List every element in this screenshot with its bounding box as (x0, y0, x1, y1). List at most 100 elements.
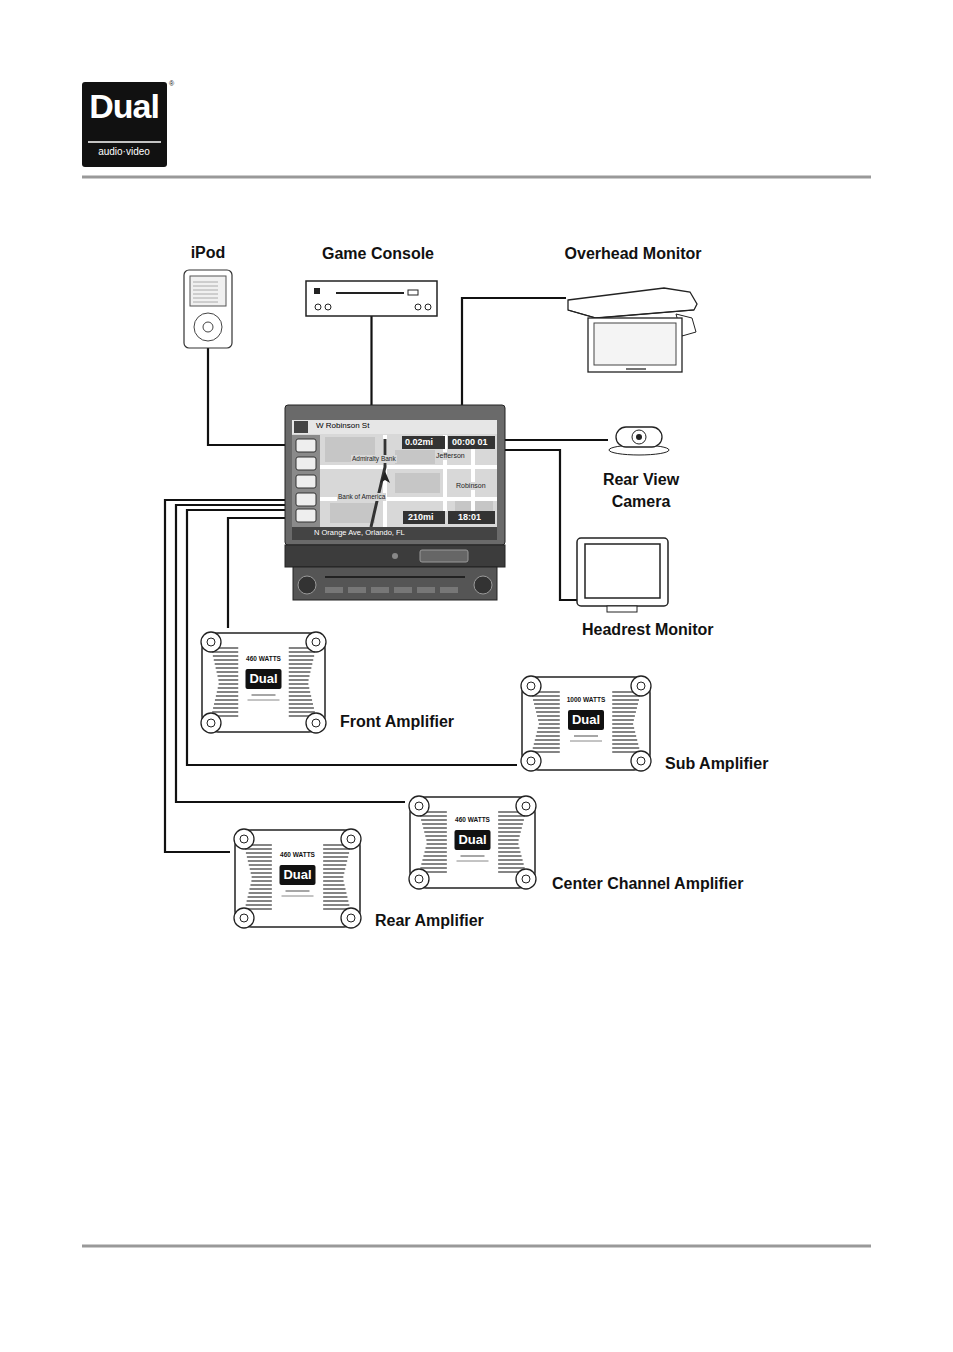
monitor-screen (585, 544, 660, 598)
menu-icon (296, 439, 316, 452)
menu-icon (296, 457, 316, 470)
mounting-screw (527, 682, 535, 690)
screen-line (193, 294, 218, 295)
panel-text: Dual (283, 867, 311, 883)
menu-icon (296, 493, 316, 506)
heat-fin (289, 703, 313, 704)
heat-fin (219, 683, 239, 684)
overhead-illustration (566, 288, 697, 372)
heat-fin (535, 707, 560, 708)
heat-fin (420, 867, 447, 868)
model-text (282, 896, 314, 897)
registered-mark: ® (169, 80, 174, 88)
panel-text: 0.02mi (404, 437, 434, 448)
heat-fin (612, 747, 639, 748)
device-label: Sub Amplifier (665, 754, 768, 773)
heat-fin (534, 703, 560, 704)
amplifier: 460 WATTSDualRear Amplifier (230, 825, 365, 932)
amplifier: 460 WATTSDualFront Amplifier (197, 628, 330, 737)
tune-knob (474, 576, 492, 594)
heat-fin (612, 723, 633, 724)
menu-icon (296, 475, 316, 488)
heat-fin (537, 715, 560, 716)
panel-text: Admiralty Bank (351, 455, 397, 463)
heat-fin (215, 663, 239, 664)
footer-rule (82, 1245, 871, 1248)
heat-fin (214, 703, 238, 704)
heat-fin (498, 843, 518, 844)
heat-fin (217, 671, 239, 672)
heat-fin (289, 679, 309, 680)
heat-fin (612, 715, 635, 716)
heat-fin (533, 747, 560, 748)
heat-fin (533, 699, 560, 700)
heat-fin (323, 848, 350, 849)
amp-body (235, 830, 360, 927)
camera-illustration (608, 425, 670, 455)
heat-fin (426, 839, 447, 840)
heat-fin (612, 703, 638, 704)
amp-body (410, 797, 535, 888)
corner-boss (306, 713, 326, 733)
heat-fin (612, 731, 635, 732)
console-button (315, 304, 321, 310)
heat-fin (246, 904, 272, 905)
heat-fin (498, 859, 522, 860)
heat-fin (213, 707, 238, 708)
preset-button (371, 587, 389, 593)
logo-text: Dual (89, 86, 159, 127)
heat-fin (612, 743, 638, 744)
heat-fin (323, 900, 348, 901)
map-screen (292, 420, 497, 540)
heat-fin (498, 863, 523, 864)
heat-fin (289, 687, 310, 688)
control-buttons (420, 550, 468, 562)
info-box (403, 511, 445, 524)
chassis (293, 567, 497, 600)
corner-boss (516, 869, 536, 889)
heat-fin (289, 695, 311, 696)
device-label: Center Channel Amplifier (552, 874, 743, 893)
heat-fin (323, 868, 345, 869)
heat-fin (538, 727, 560, 728)
model-text (286, 890, 310, 892)
panel-text: 18:01 (457, 512, 482, 523)
position-arrow (380, 471, 390, 483)
mounting-screw (415, 802, 423, 810)
turn-icon (294, 421, 308, 433)
heat-fin (246, 852, 272, 853)
corner-boss (631, 676, 651, 696)
heat-fin (498, 855, 521, 856)
housing-edge (568, 310, 694, 318)
device-label: Front Amplifier (340, 712, 454, 731)
console-button (415, 304, 421, 310)
route-line (371, 439, 385, 527)
corner-boss (521, 676, 541, 696)
monitor-housing (568, 288, 697, 318)
panel-text: Bank of America (337, 493, 386, 501)
camera-lens (632, 430, 646, 444)
panel-text: Dual (458, 832, 486, 848)
map-block (330, 503, 375, 523)
heat-fin (498, 823, 523, 824)
device-label: Rear View Camera (591, 469, 691, 514)
heat-fin (249, 892, 272, 893)
preset-button (325, 587, 343, 593)
monitor-base (607, 606, 637, 612)
cable (208, 348, 285, 445)
heat-fin (249, 888, 271, 889)
heat-fin (218, 679, 238, 680)
heat-fin (248, 860, 272, 861)
heat-fin (612, 711, 636, 712)
panel-text: Dual (249, 671, 277, 687)
device-label: Headrest Monitor (582, 620, 714, 639)
heat-fin (213, 655, 238, 656)
panel-text: N Orange Ave, Orlando, FL (313, 528, 406, 537)
panel-text: 1000 WATTS (566, 696, 607, 704)
heat-fin (421, 863, 446, 864)
heat-fin (423, 827, 447, 828)
heat-fin (612, 695, 640, 696)
head-illustration (285, 405, 505, 600)
screen-line (193, 298, 218, 299)
device-label: Overhead Monitor (565, 244, 702, 263)
